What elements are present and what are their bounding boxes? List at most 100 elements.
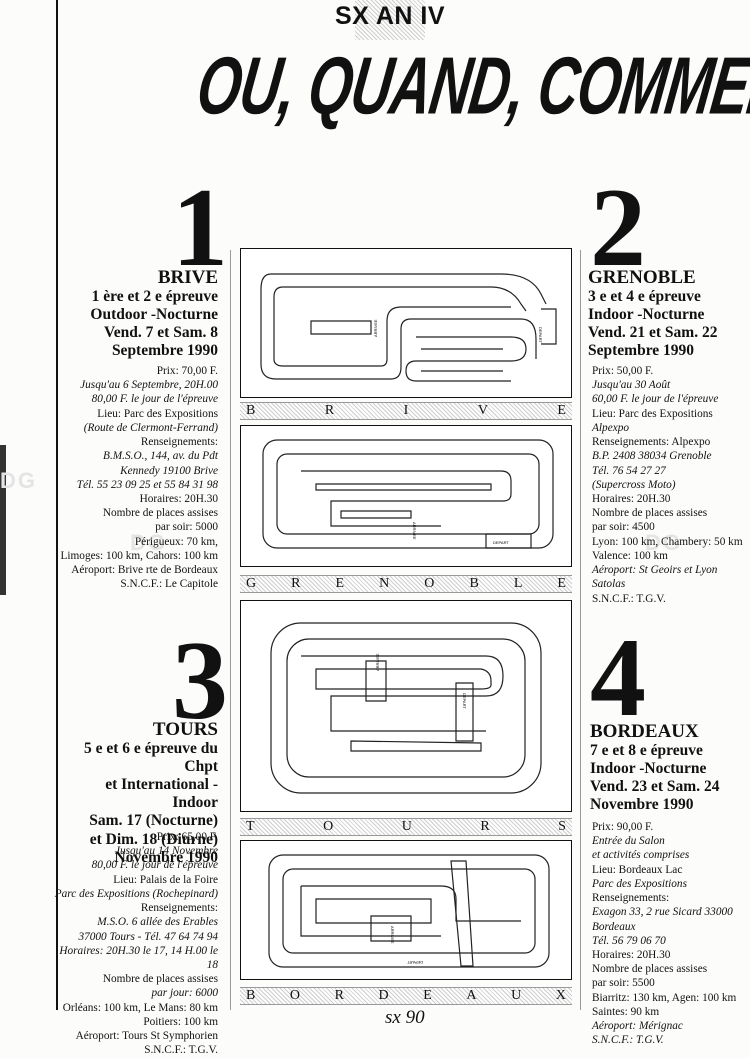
banner-letter: B xyxy=(469,576,479,591)
event-rounds: 3 e et 4 e épreuve xyxy=(588,287,701,305)
banner-letter: O xyxy=(424,576,435,591)
info-line: Biarritz: 130 km, Agen: 100 km xyxy=(592,991,737,1004)
finish-label: ARRIVEE xyxy=(373,319,378,337)
info-line: Nombre de places assises xyxy=(592,963,708,976)
info-line: Horaires: 20H.30 xyxy=(139,492,218,505)
banner-letter: A xyxy=(466,988,477,1003)
banner-letter: R xyxy=(291,576,301,591)
banner-letter: B xyxy=(246,988,256,1003)
info-line: Lieu: Palais de la Foire xyxy=(113,873,218,886)
info-line: B.P. 2408 38034 Grenoble xyxy=(592,450,712,463)
info-line: Nombre de places assises xyxy=(592,507,708,520)
info-line: Parc des Expositions (Rochepinard) xyxy=(54,887,218,900)
banner-letter: R xyxy=(334,988,344,1003)
watermark: DG xyxy=(130,530,167,555)
track-map-grenoble: DEPART ARRIVEE xyxy=(240,425,572,567)
info-line: S.N.C.F.: T.G.V. xyxy=(592,592,666,605)
banner-letter: E xyxy=(557,576,566,591)
finish-label: ARRIVEE xyxy=(412,522,417,540)
event-type: Indoor -Nocturne xyxy=(590,760,707,778)
info-line: par soir: 5000 xyxy=(155,521,218,534)
event-dates: Vend. 21 et Sam. 22 xyxy=(588,324,718,342)
info-line: Parc des Expositions xyxy=(592,877,687,890)
finish-label: ARRIVEE xyxy=(390,926,395,944)
info-line: Kennedy 19100 Brive xyxy=(120,464,218,477)
info-line: Jusqu'au 6 Septembre, 20H.00 xyxy=(80,379,218,392)
info-line: S.N.C.F.: Le Capitole xyxy=(120,578,218,591)
info-line: et activités comprises xyxy=(592,849,690,862)
event-dates: Sam. 17 (Nocturne) xyxy=(89,812,218,830)
event-block-3: TOURS 5 e et 6 e épreuve du Chpt et Inte… xyxy=(60,720,218,867)
info-line: 60,00 F. le jour de l'épreuve xyxy=(592,393,719,406)
banner-letter: I xyxy=(403,403,409,418)
info-line: Orléans: 100 km, Le Mans: 80 km xyxy=(62,1001,218,1014)
info-line: S.N.C.F.: T.G.V. xyxy=(144,1044,218,1057)
event-rounds: 7 e et 8 e épreuve xyxy=(590,741,703,759)
column-rule-right xyxy=(580,250,581,1010)
event-month: Novembre 1990 xyxy=(114,848,218,866)
info-line: Saintes: 90 km xyxy=(592,1005,660,1018)
event-number-4: 4 xyxy=(590,616,646,740)
track-map-brive: DEPART ARRIVEE xyxy=(240,248,572,398)
info-line: Aéroport: Mérignac xyxy=(592,1020,683,1033)
info-line: B.M.S.O., 144, av. du Pdt xyxy=(103,450,218,463)
event-month: Septembre 1990 xyxy=(111,342,218,360)
info-line: Prix: 65,00 F. xyxy=(156,831,218,843)
info-line: Bordeaux xyxy=(592,920,636,933)
info-line: Lieu: Parc des Expositions xyxy=(97,407,218,420)
banner-letter: S xyxy=(558,819,566,834)
info-line: Jusqu'au 30 Août xyxy=(592,379,671,392)
start-label: DEPART xyxy=(462,693,467,709)
event-month: Novembre 1990 xyxy=(590,796,694,814)
info-line: par jour: 6000 xyxy=(151,987,218,1000)
banner-bordeaux: B O R D E A U X xyxy=(240,987,572,1005)
start-label: DEPART xyxy=(407,960,423,965)
info-line: Renseignements: xyxy=(140,902,218,915)
event-block-2: GRENOBLE 3 e et 4 e épreuve Indoor -Noct… xyxy=(588,268,748,360)
column-rule-left xyxy=(230,250,231,1010)
info-line: Tél. 56 79 06 70 xyxy=(592,934,666,947)
event-info-4: Prix: 90,00 F. Entrée du Salon et activi… xyxy=(592,820,750,1048)
banner-letter: D xyxy=(378,988,389,1003)
event-city: GRENOBLE xyxy=(588,267,696,288)
event-city: BORDEAUX xyxy=(590,721,699,742)
banner-letter: E xyxy=(557,403,566,418)
start-label: DEPART xyxy=(538,327,543,343)
event-block-1: BRIVE 1 ère et 2 e épreuve Outdoor -Noct… xyxy=(60,268,218,360)
info-line: Limoges: 100 km, Cahors: 100 km xyxy=(60,549,218,562)
info-line: 37000 Tours - Tél. 47 64 74 94 xyxy=(78,930,218,943)
info-line: Lieu: Bordeaux Lac xyxy=(592,863,683,876)
info-line: (Supercross Moto) xyxy=(592,478,676,491)
banner-letter: N xyxy=(379,576,390,591)
info-line: Tél. 76 54 27 27 xyxy=(592,464,666,477)
banner-letter: E xyxy=(335,576,345,591)
page-edge-mark xyxy=(0,445,6,595)
info-line: Tél. 55 23 09 25 et 55 84 31 98 xyxy=(76,478,218,491)
banner-letter: T xyxy=(246,819,255,834)
info-line: Aéroport: St Geoirs et Lyon Satolas xyxy=(592,564,718,591)
info-line: Prix: 50,00 F. xyxy=(592,365,654,377)
banner-letter: O xyxy=(323,819,334,834)
info-line: Valence: 100 km xyxy=(592,549,668,562)
headline: OU, QUAND, COMMENT ? xyxy=(191,39,750,131)
watermark: DG xyxy=(645,530,682,555)
event-number-2: 2 xyxy=(590,166,646,290)
info-line: Horaires: 20H.30 xyxy=(592,492,671,505)
info-line: Exagon 33, 2 rue Sicard 33000 xyxy=(592,906,733,919)
kicker-shading xyxy=(355,0,425,40)
banner-letter: E xyxy=(423,988,432,1003)
event-rounds: 1 ère et 2 e épreuve xyxy=(91,287,218,305)
info-line: 80,00 F. le jour de l'épreuve xyxy=(91,859,218,872)
track-map-bordeaux: ARRIVEE DEPART xyxy=(240,840,572,980)
event-number-1: 1 xyxy=(172,166,228,290)
info-line: M.S.O. 6 allée des Erables xyxy=(97,916,218,929)
banner-letter: O xyxy=(289,988,301,1003)
event-type: Indoor -Nocturne xyxy=(588,306,705,324)
kicker: SX AN IV xyxy=(334,2,446,30)
info-line: S.N.C.F.: T.G.V. xyxy=(592,1034,664,1047)
info-line: Aéroport: Tours St Symphorien xyxy=(75,1030,218,1043)
event-block-4: BORDEAUX 7 e et 8 e épreuve Indoor -Noct… xyxy=(590,722,750,814)
banner-letter: R xyxy=(324,403,335,418)
banner-brive: B R I V E xyxy=(240,402,572,420)
info-line: (Route de Clermont-Ferrand) xyxy=(83,421,218,434)
